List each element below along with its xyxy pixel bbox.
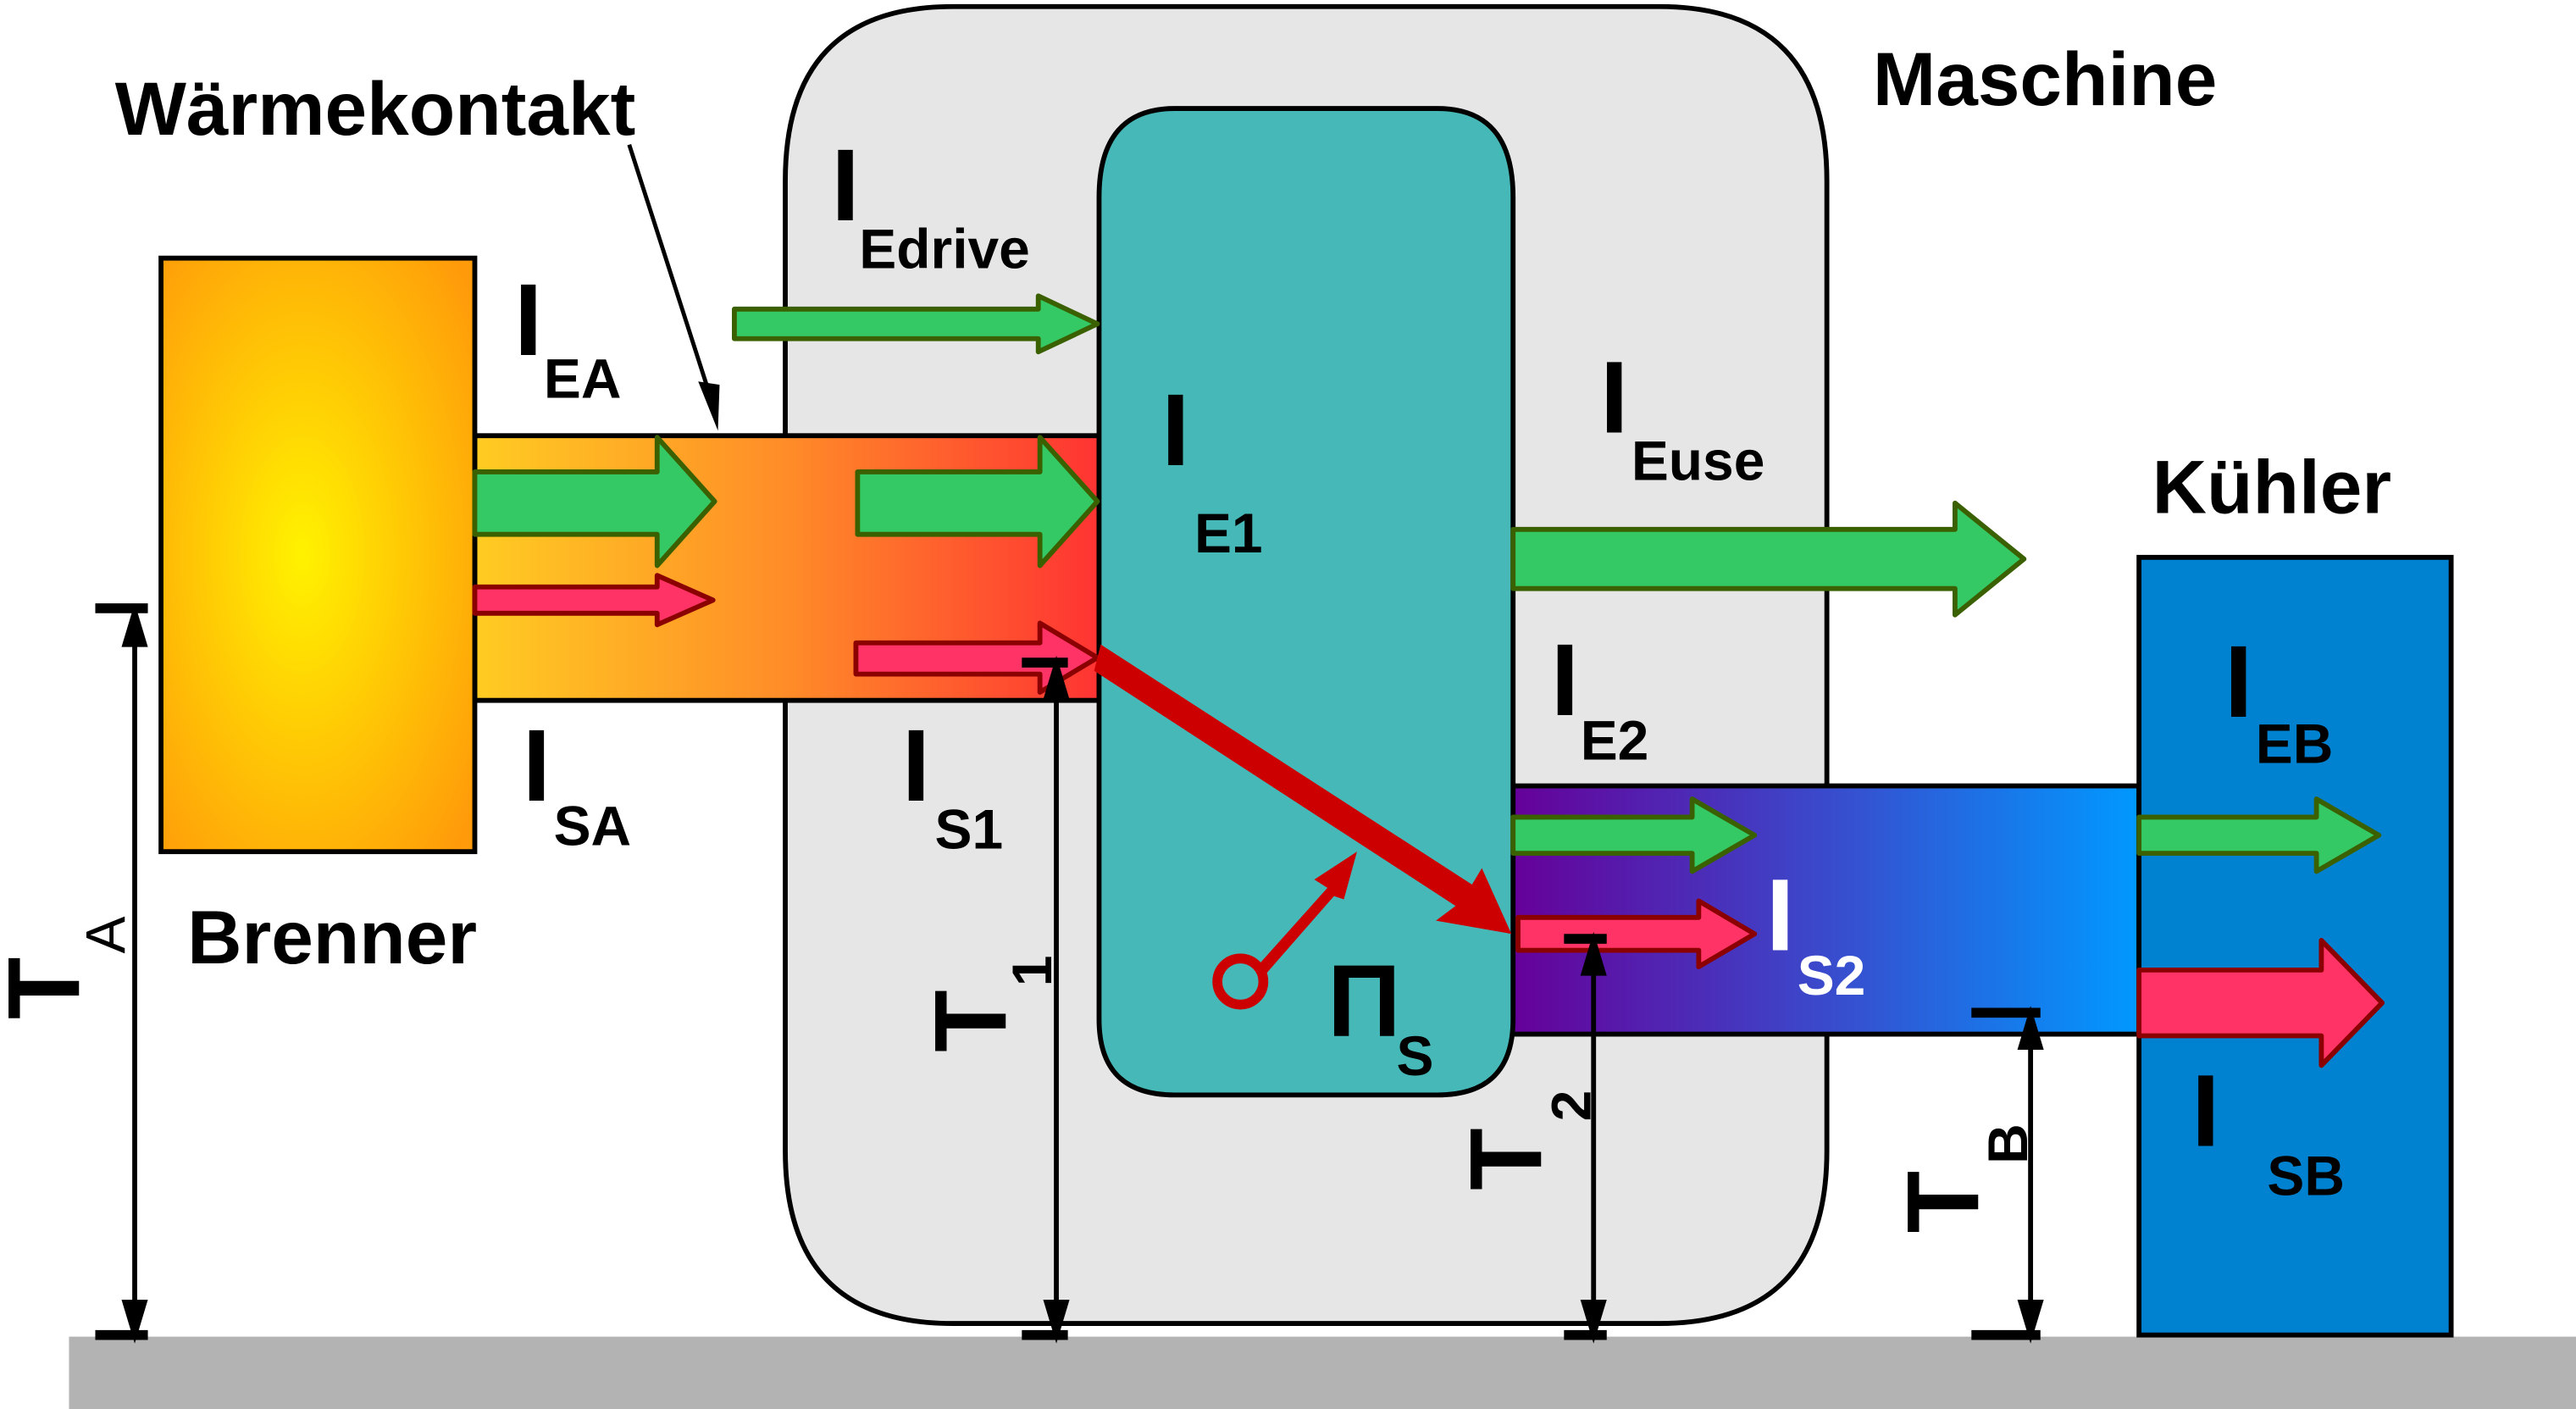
svg-text:T: T: [1886, 1171, 2000, 1233]
svg-text:I: I: [2224, 625, 2252, 739]
entropy-arrow-s1: [853, 620, 1100, 695]
svg-text:2: 2: [1539, 1090, 1602, 1122]
label-waermekontakt: Wärmekontakt: [115, 66, 636, 151]
svg-text:T: T: [1449, 1128, 1563, 1190]
label-t-2: T 2: [1449, 1090, 1602, 1190]
entropy-arrow-sa: [472, 573, 716, 628]
svg-text:I: I: [2191, 1054, 2219, 1168]
temp-tb-head-top: [2017, 1006, 2044, 1051]
cooler-block: [2136, 554, 2454, 1338]
svg-text:I: I: [523, 709, 551, 823]
label-i-ea: I EA: [514, 263, 621, 409]
machine-core: [1096, 106, 1516, 1098]
label-i-s1: I S1: [902, 709, 1003, 860]
label-i-eb: I EB: [2224, 625, 2333, 774]
svg-text:SA: SA: [554, 794, 632, 857]
svg-text:SB: SB: [2267, 1145, 2345, 1207]
entropy-flow-diagonal: [1094, 644, 1512, 935]
temp-t2-head-top: [1580, 931, 1607, 976]
svg-text:B: B: [1976, 1123, 2039, 1164]
energy-arrow-euse: [1510, 500, 2027, 618]
temp-t2-head-bottom: [1580, 1299, 1607, 1344]
label-brenner: Brenner: [187, 895, 477, 979]
energy-arrow-e2: [1510, 796, 1758, 874]
label-t-b: T B: [1886, 1123, 2039, 1233]
svg-text:I: I: [1766, 859, 1794, 973]
svg-text:1: 1: [1000, 956, 1063, 987]
temp-t1-head-top: [1043, 655, 1070, 700]
label-i-sa: I SA: [523, 709, 631, 857]
ground: [69, 1336, 2576, 1409]
temp-ta-head-top: [121, 602, 148, 647]
svg-text:S: S: [1397, 1024, 1434, 1087]
svg-text:S2: S2: [1798, 944, 1866, 1007]
svg-text:EB: EB: [2256, 712, 2334, 774]
label-i-s2: I S2: [1766, 859, 1865, 1007]
production-source-icon: [1212, 953, 1269, 1010]
svg-text:S1: S1: [935, 797, 1004, 860]
svg-text:I: I: [831, 129, 859, 242]
label-t-1: T 1: [914, 956, 1063, 1052]
label-pi-s: Π S: [1327, 944, 1433, 1087]
temp-ta-head-bottom: [121, 1299, 148, 1344]
svg-text:A: A: [74, 916, 136, 953]
temp-t1-head-bottom: [1043, 1299, 1070, 1344]
contact-pointer-line: [627, 144, 712, 396]
energy-arrow-e1: [855, 435, 1100, 569]
svg-text:EA: EA: [544, 347, 622, 410]
label-i-e1: I E1: [1161, 374, 1262, 564]
svg-text:I: I: [902, 709, 930, 823]
label-i-euse: I Euse: [1600, 341, 1764, 491]
svg-text:I: I: [1551, 624, 1579, 737]
label-i-sb: I SB: [2191, 1054, 2345, 1207]
entropy-arrow-s2: [1515, 898, 1758, 969]
label-t-a: T A: [0, 916, 136, 1019]
label-maschine: Maschine: [1873, 36, 2217, 121]
svg-text:E2: E2: [1581, 708, 1649, 771]
contact-pointer-head: [698, 381, 720, 431]
svg-text:T: T: [914, 990, 1028, 1051]
label-kuehler: Kühler: [2152, 444, 2391, 529]
energy-arrow-edrive: [732, 293, 1100, 355]
temp-tb-head-bottom: [2017, 1299, 2044, 1344]
label-i-e2: I E2: [1551, 624, 1649, 771]
energy-arrow-ea: [472, 435, 717, 569]
svg-text:Π: Π: [1327, 944, 1401, 1057]
svg-text:E1: E1: [1194, 502, 1263, 564]
entropy-arrow-sb: [2136, 938, 2385, 1068]
production-arrow: [1256, 852, 1357, 975]
label-i-edrive: I Edrive: [831, 129, 1030, 280]
energy-arrow-eb: [2136, 796, 2382, 874]
svg-text:I: I: [514, 263, 542, 377]
burner-block: [158, 255, 478, 855]
svg-text:T: T: [0, 957, 101, 1019]
svg-text:Edrive: Edrive: [859, 217, 1030, 280]
svg-text:I: I: [1161, 374, 1189, 487]
svg-text:Euse: Euse: [1631, 430, 1765, 492]
svg-text:I: I: [1600, 341, 1628, 454]
